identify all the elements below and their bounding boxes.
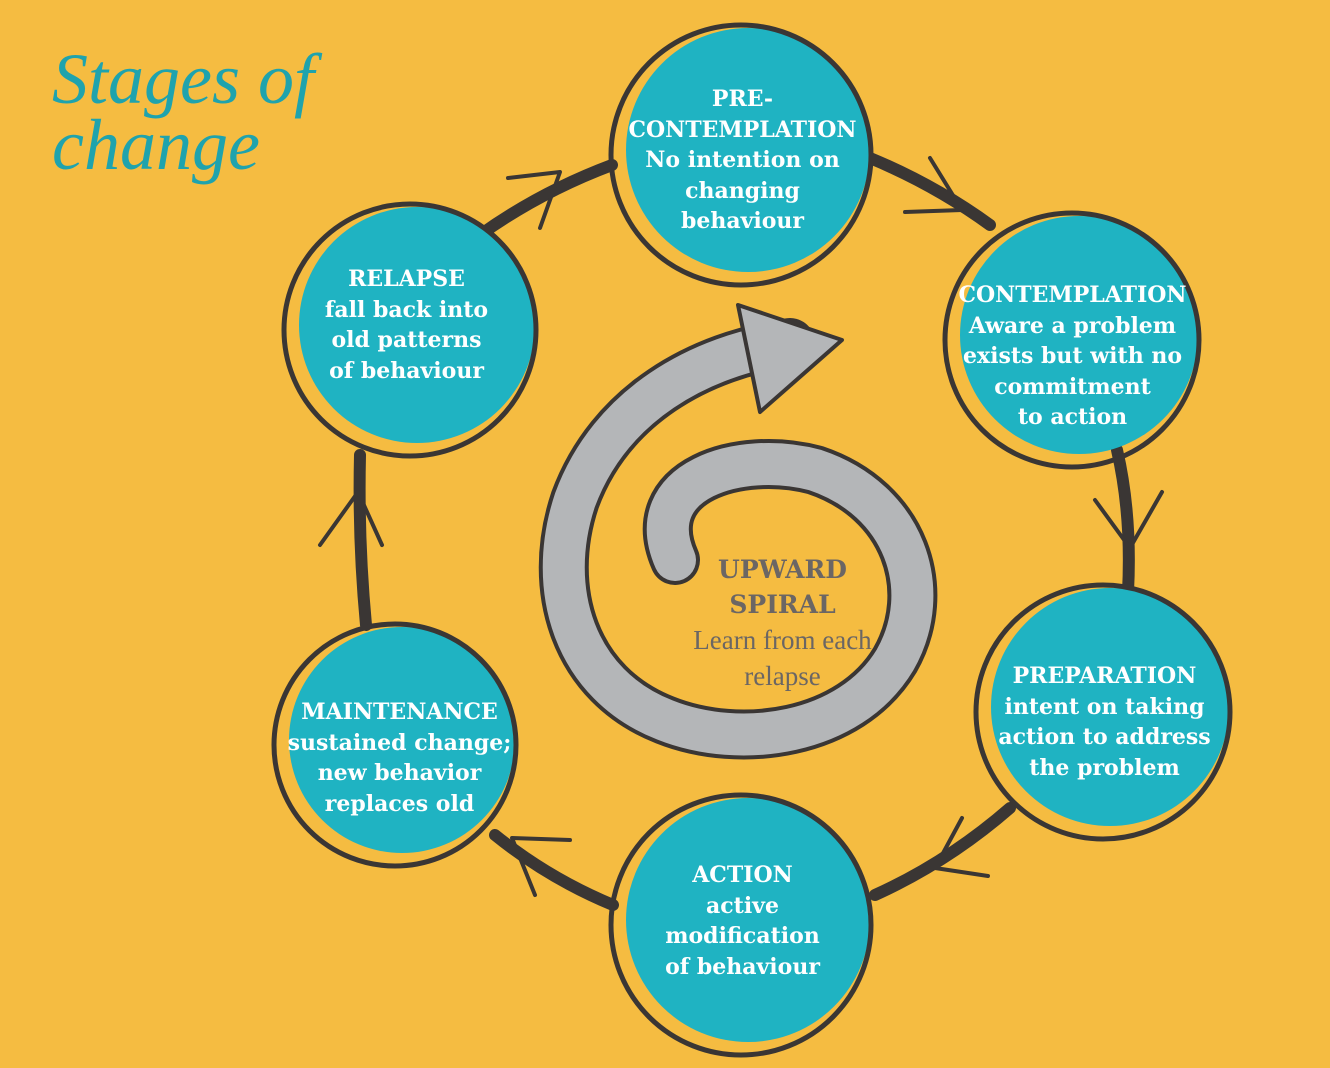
cycle-connectors <box>353 152 1135 911</box>
stage-description: modification <box>665 923 820 949</box>
stage-circle-outline-preparation <box>973 582 1233 842</box>
spiral-caption: relapse <box>744 661 821 691</box>
arrowhead-action-to-maintenance <box>510 836 572 897</box>
stage-description: active <box>706 892 779 919</box>
arrowhead-preparation-to-action <box>933 816 990 878</box>
stage-description: of behaviour <box>665 953 820 980</box>
stage-circle-fill-contemplation <box>960 216 1198 454</box>
stage-circle-outline-relapse <box>281 201 539 459</box>
stage-circle-outline-action <box>608 792 874 1058</box>
stage-circle-outline-contemplation <box>942 210 1202 470</box>
stage-description: replaces old <box>324 790 475 817</box>
stage-description: intent on taking <box>1004 693 1205 720</box>
stage-heading: PREPARATION <box>1012 663 1197 689</box>
stage-description: of behaviour <box>329 357 484 384</box>
stage-relapse-label: RELAPSE fall back into old patterns of b… <box>264 264 549 386</box>
title-line-2: change <box>52 105 260 185</box>
stage-description: old patterns <box>331 327 482 353</box>
stage-heading: ACTION <box>692 862 793 888</box>
stage-description: behaviour <box>680 208 805 234</box>
stage-description: fall back into <box>324 296 489 323</box>
connector-preparation-to-action <box>869 802 1016 901</box>
stage-circle-outline-precontemplation <box>608 22 874 288</box>
arrowhead-maintenance-to-relapse <box>318 490 384 547</box>
stage-circle-fill-preparation <box>991 588 1229 826</box>
arrowhead-contemplation-to-preparation <box>1093 490 1164 550</box>
stage-description: Aware a problem <box>968 312 1177 339</box>
stage-description: sustained change; <box>287 729 512 756</box>
connector-precontemplation-to-contemplation <box>864 152 996 231</box>
upward-spiral <box>538 303 938 760</box>
stage-description: new behavior <box>317 760 482 786</box>
stage-circle-fill-action <box>626 798 870 1042</box>
stage-description: commitment <box>994 373 1151 400</box>
stage-heading: PRE- <box>711 86 774 112</box>
page-title: Stages of change <box>52 39 314 185</box>
stage-contemplation-label: CONTEMPLATION Aware a problem exists but… <box>930 280 1215 433</box>
stage-heading: MAINTENANCE <box>301 699 498 725</box>
arrowhead-relapse-to-precontemplation <box>506 170 562 230</box>
connector-contemplation-to-preparation <box>1111 444 1135 598</box>
stage-preparation-label: PREPARATION intent on taking action to a… <box>962 661 1247 783</box>
spiral-caption: Learn from each <box>693 625 872 655</box>
stage-description: action to address <box>998 724 1211 750</box>
spiral-body-fill <box>542 322 934 756</box>
stage-circle-fill-relapse <box>299 207 535 443</box>
stage-description: exists but with no <box>962 343 1183 369</box>
stage-circle-outline-maintenance <box>271 621 519 869</box>
connector-action-to-maintenance <box>489 829 619 911</box>
stage-maintenance-label: MAINTENANCE sustained change; new behavi… <box>257 697 542 819</box>
stage-circle-fill-maintenance <box>289 627 515 853</box>
stage-circles <box>271 22 1233 1058</box>
spiral-arrowhead <box>736 303 844 414</box>
spiral-heading: SPIRAL <box>729 590 836 619</box>
stage-heading: RELAPSE <box>348 266 465 292</box>
stage-description: to action <box>1017 404 1128 430</box>
stage-circle-fill-precontemplation <box>626 28 870 272</box>
stage-heading: CONTEMPLATION <box>628 116 857 143</box>
connector-maintenance-to-relapse <box>353 449 372 631</box>
stage-heading: CONTEMPLATION <box>958 282 1187 308</box>
cycle-arrowheads <box>318 156 1164 897</box>
spiral-heading: UPWARD <box>718 555 847 584</box>
arrowhead-precontemplation-to-contemplation <box>903 156 964 214</box>
upward-spiral-label: UPWARD SPIRAL Learn from each relapse <box>640 552 925 694</box>
stage-description: No intention on <box>645 147 840 173</box>
stage-action-label: ACTION active modification of behaviour <box>600 860 885 982</box>
stage-precontemplation-label: PRE- CONTEMPLATION No intention on chang… <box>600 84 885 237</box>
stage-description: changing <box>685 177 800 204</box>
connector-relapse-to-precontemplation <box>474 159 618 241</box>
stage-description: the problem <box>1029 754 1180 781</box>
title-line-1: Stages of <box>52 39 314 119</box>
